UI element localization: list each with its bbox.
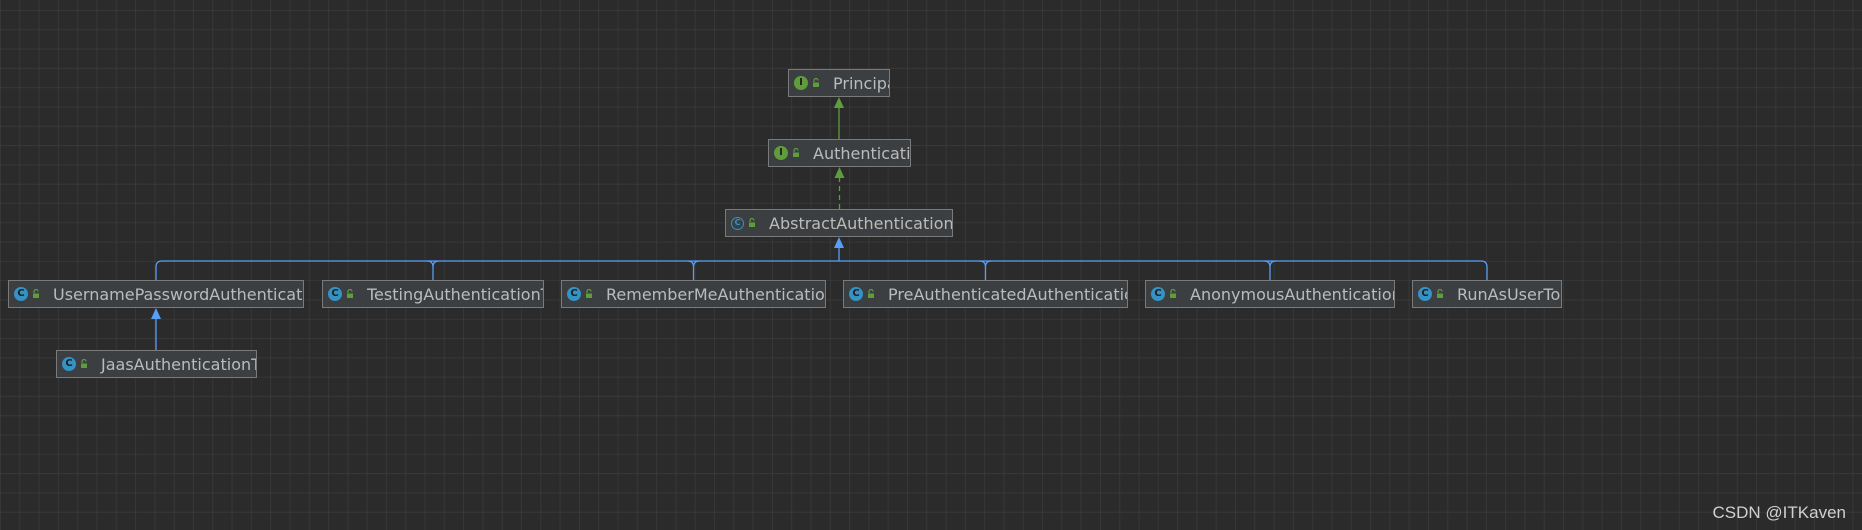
node-label: PreAuthenticatedAuthenticationToken: [888, 284, 1127, 304]
class-icon: C: [328, 287, 342, 301]
edge-bus-junction: [426, 260, 440, 268]
node-label: RememberMeAuthenticationToken: [606, 284, 825, 304]
edge-bus-junction: [687, 260, 700, 268]
node-pre-authenticated-authentication-token[interactable]: C PreAuthenticatedAuthenticationToken: [843, 280, 1128, 308]
edge-bus-junction: [979, 260, 992, 268]
abstract-class-icon: C: [731, 216, 744, 230]
public-lock-icon: [813, 78, 819, 87]
edge-arrowhead: [834, 167, 845, 178]
public-lock-icon: [1170, 289, 1176, 298]
public-lock-icon: [749, 218, 755, 227]
node-label: Principal: [833, 73, 889, 93]
watermark: CSDN @ITKaven: [1712, 503, 1846, 522]
class-icon: C: [14, 287, 28, 301]
node-run-as-user-token[interactable]: C RunAsUserToken: [1412, 280, 1562, 308]
edge-bus: [155, 260, 1488, 268]
edge-arrowhead: [834, 237, 844, 248]
class-icon: C: [1151, 287, 1165, 301]
interface-icon: I: [794, 76, 808, 90]
node-abstract-authentication-token[interactable]: C AbstractAuthenticationToken: [725, 209, 953, 237]
public-lock-icon: [347, 289, 353, 298]
public-lock-icon: [586, 289, 592, 298]
class-icon: C: [1418, 287, 1432, 301]
public-lock-icon: [793, 148, 799, 157]
node-label: UsernamePasswordAuthenticationToker: [53, 284, 303, 304]
node-label: TestingAuthenticationToken: [367, 284, 543, 304]
node-remember-me-authentication-token[interactable]: C RememberMeAuthenticationToken: [561, 280, 826, 308]
class-icon: C: [849, 287, 863, 301]
class-icon: C: [567, 287, 581, 301]
node-testing-authentication-token[interactable]: C TestingAuthenticationToken: [322, 280, 544, 308]
class-icon: C: [62, 357, 76, 371]
edge-bus-junction: [1263, 260, 1277, 268]
node-username-password-authentication-token[interactable]: C UsernamePasswordAuthenticationToker: [8, 280, 304, 308]
interface-icon: I: [774, 146, 788, 160]
node-label: RunAsUserToken: [1457, 284, 1561, 304]
node-label: AnonymousAuthenticationToken: [1190, 284, 1394, 304]
node-label: JaasAuthenticationToken: [101, 354, 256, 374]
public-lock-icon: [1437, 289, 1443, 298]
edge-arrowhead: [151, 308, 161, 319]
public-lock-icon: [81, 359, 87, 368]
node-jaas-authentication-token[interactable]: C JaasAuthenticationToken: [56, 350, 257, 378]
public-lock-icon: [33, 289, 39, 298]
node-label: AbstractAuthenticationToken: [769, 213, 953, 233]
public-lock-icon: [868, 289, 874, 298]
node-anonymous-authentication-token[interactable]: C AnonymousAuthenticationToken: [1145, 280, 1395, 308]
node-principal[interactable]: I Principal: [788, 69, 890, 97]
edge-arrowhead: [834, 97, 844, 108]
node-authentication[interactable]: I Authentication: [768, 139, 911, 167]
node-label: Authentication: [813, 143, 911, 163]
